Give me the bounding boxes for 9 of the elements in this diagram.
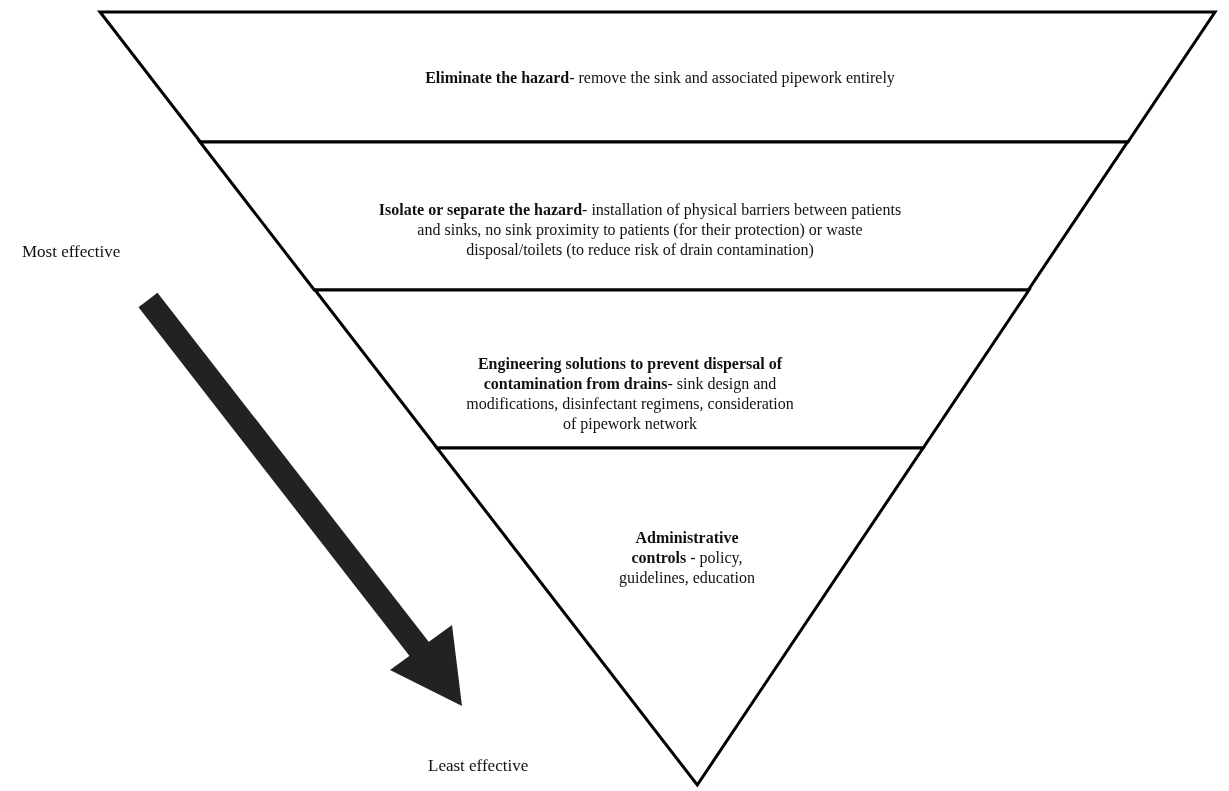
pyramid-tier bbox=[200, 142, 1128, 290]
pyramid-tier bbox=[314, 290, 1029, 448]
tier-description: Eliminate the hazard- remove the sink and associated pipework entirely bbox=[424, 68, 896, 88]
tier-description: Isolate or separate the hazard- installation of physical barriers between patients and sinks, no sink proximity to patients (for their protection) or waste disposal/toilets (to reduce risk of drain contamination) bbox=[377, 200, 903, 260]
effectiveness-label: Most effective bbox=[22, 242, 121, 262]
pyramid-tier bbox=[100, 12, 1215, 142]
tier-description: Engineering solutions to prevent dispersal of contamination from drains- sink design and modifications, disinfectant regimens, consideration of pipework network bbox=[465, 354, 795, 434]
effectiveness-label: Least effective bbox=[428, 756, 529, 776]
tier-description: Administrative controls - policy, guidelines, education bbox=[618, 528, 756, 588]
